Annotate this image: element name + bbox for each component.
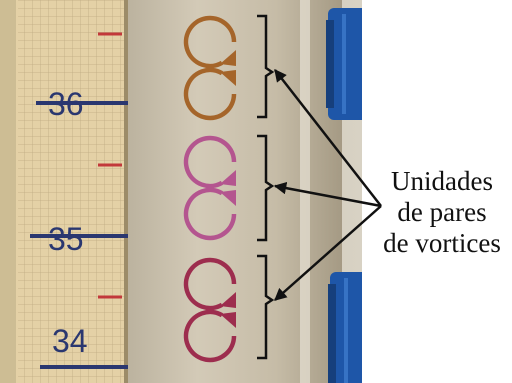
vortex-arc: [183, 309, 237, 363]
ruler-mark-36: 36: [48, 86, 84, 122]
vortex-arc: [183, 135, 237, 189]
ruler-mark-35: 35: [48, 221, 84, 257]
bracket-middle: [257, 134, 275, 242]
vortex-arc: [183, 257, 237, 311]
vortex-arc: [183, 187, 237, 241]
arrow-to-top-pair: [274, 69, 382, 207]
bracket-top: [257, 14, 275, 119]
tube-connector-bottom: [328, 272, 362, 383]
ruler: 36 35 34: [0, 0, 128, 383]
vortex-pair: [183, 257, 237, 363]
vortex-arc: [183, 15, 237, 69]
vortex-arrowhead: [220, 292, 236, 308]
arrow-to-middle-pair: [273, 181, 382, 208]
vortex-pair: [183, 135, 237, 241]
caption-line: Unidades: [391, 166, 493, 196]
arrow-to-bottom-pair: [274, 205, 382, 301]
vortex-pair: [183, 15, 237, 121]
vortex-arc: [183, 67, 237, 121]
caption-line: de vortices: [383, 228, 501, 258]
vortex-arrowhead: [220, 170, 236, 186]
vortex-arrowhead: [220, 50, 236, 66]
bracket-bottom: [257, 254, 275, 360]
tube-connector-top: [326, 8, 362, 120]
vortex-arrowhead: [220, 70, 236, 86]
caption-line: de pares: [397, 197, 487, 227]
vortex-arrowhead: [220, 190, 236, 206]
vortex-arrowhead: [220, 312, 236, 328]
vortex-pairs: [183, 15, 237, 363]
caption: Unidades de pares de vortices: [372, 166, 512, 259]
ruler-mark-34: 34: [52, 323, 88, 359]
